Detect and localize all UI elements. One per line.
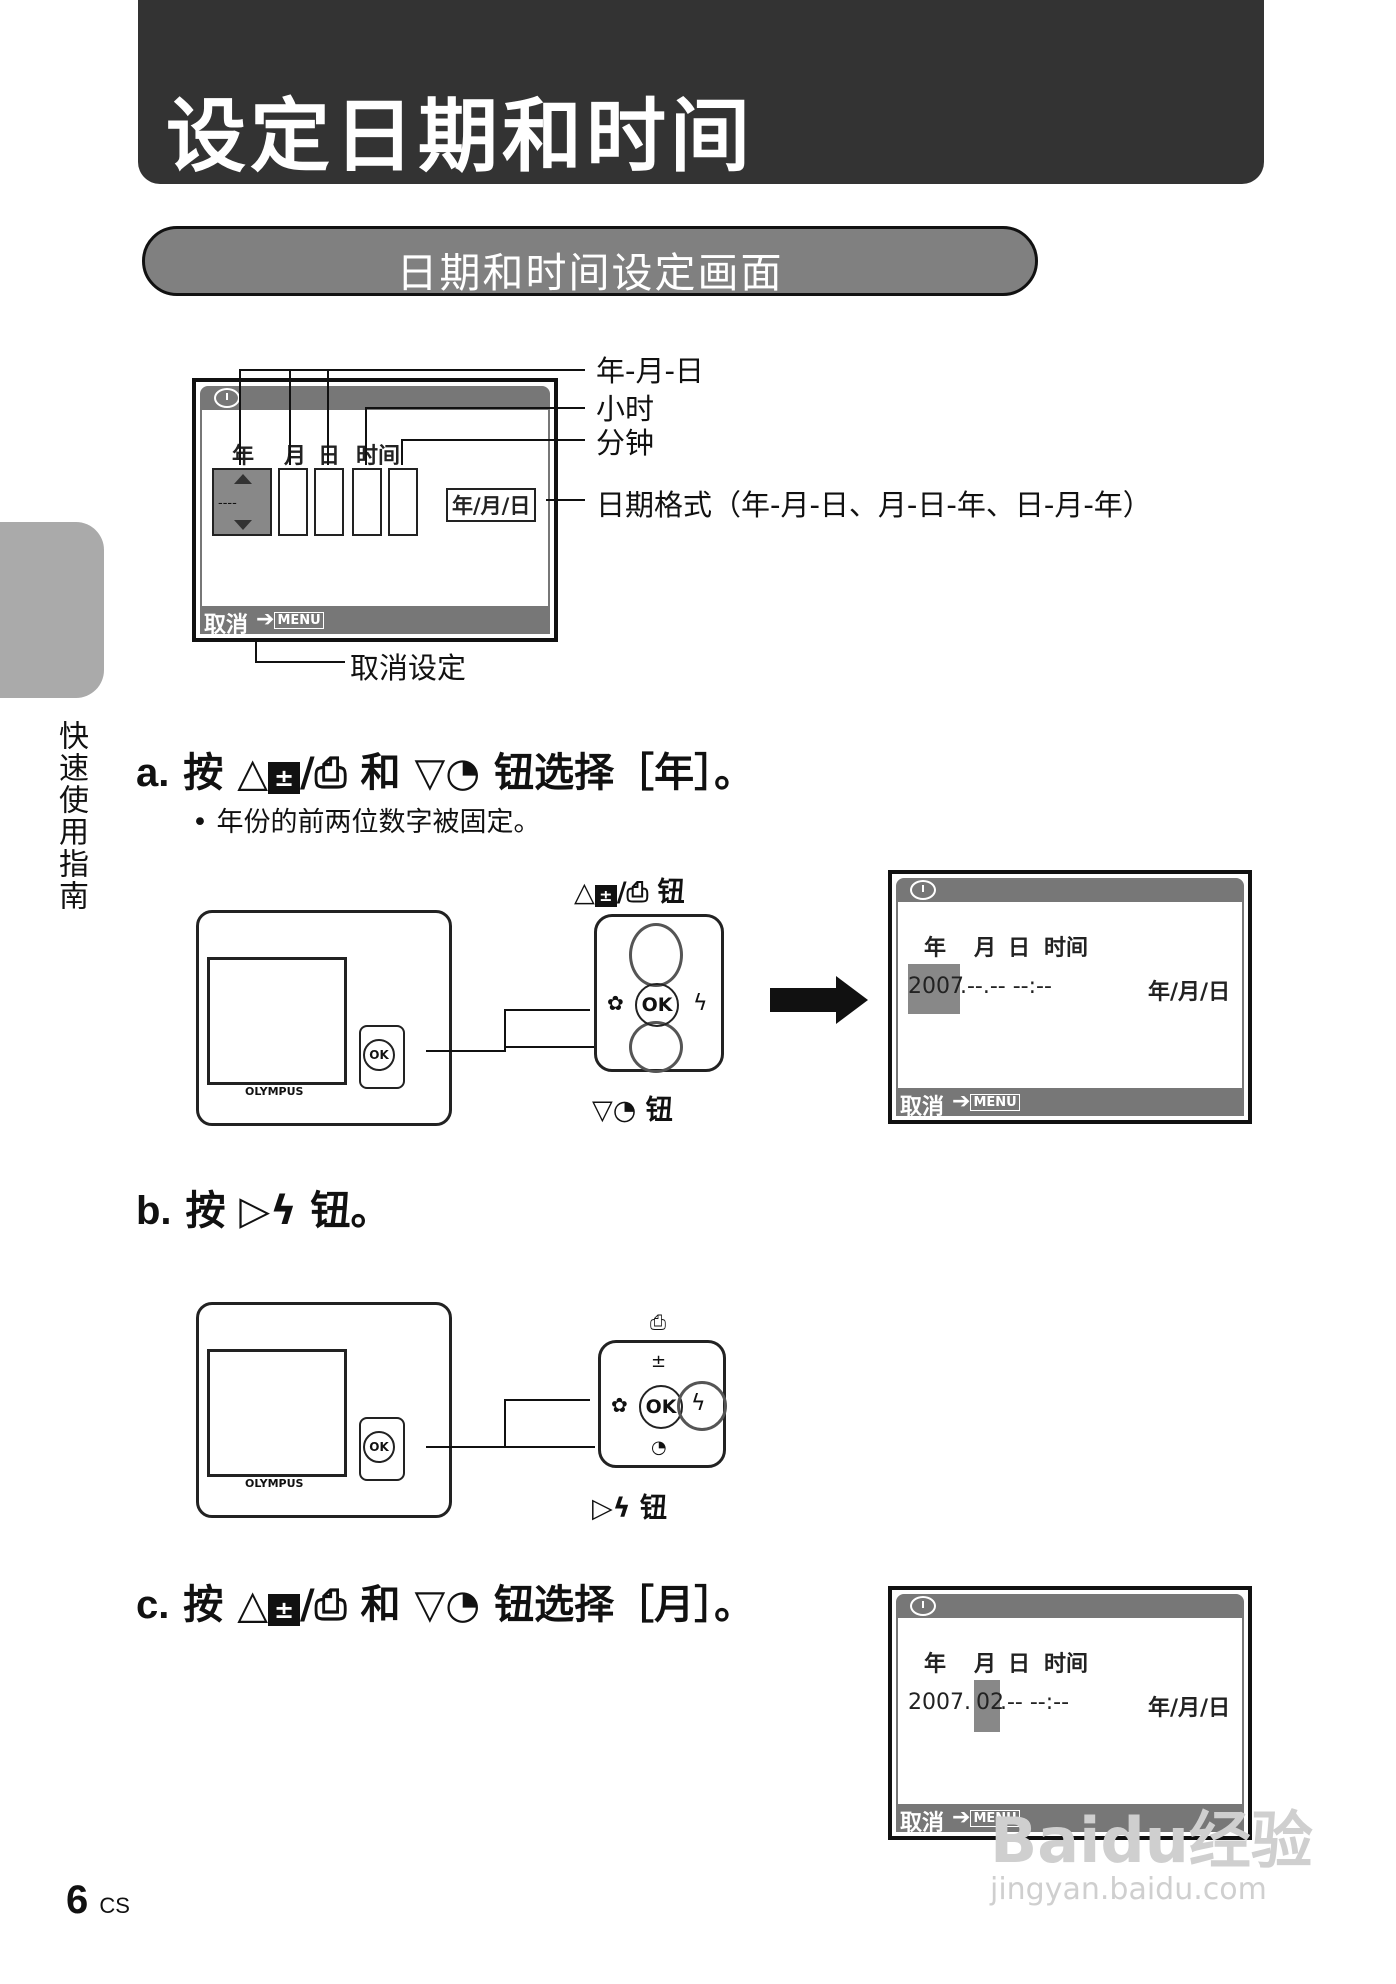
down-arrow-icon: ▽ <box>414 1582 446 1628</box>
step-a-note: • 年份的前两位数字被固定。 <box>192 807 541 838</box>
dpad-a: OK ✿ ϟ <box>594 914 724 1073</box>
print-icon: ⎙ <box>314 1582 347 1628</box>
year-label: 年 <box>232 444 255 469</box>
page-lang: CS <box>99 1893 130 1918</box>
up-arrow-icon: △ <box>237 1582 268 1628</box>
dpad-up-caption: △±/⎙ 钮 <box>574 877 685 908</box>
flash-icon: ϟ <box>691 1391 706 1416</box>
page-number: 6 CS <box>66 1878 130 1922</box>
flash-icon: ϟ <box>693 991 708 1016</box>
step-label: b. <box>136 1189 172 1233</box>
menu-tag: MENU <box>274 611 324 629</box>
settings-screen-diagram: 年 月 日 时间 ---- 年/月/日 取消 ➔MENU <box>192 378 558 642</box>
self-timer-icon: ◔ <box>651 1437 667 1458</box>
step-label: c. <box>136 1583 170 1627</box>
cancel-label: 取消 <box>204 613 249 638</box>
screen-c: 年 月 日 时间 2007. 02 .-- --:-- 年/月/日 取消 ➔ME… <box>888 1586 1252 1840</box>
day-label: 日 <box>318 444 341 469</box>
ok-button: OK <box>635 983 679 1027</box>
dpad-right-caption: ▷ϟ 钮 <box>592 1493 667 1524</box>
callout-cancel: 取消设定 <box>350 651 467 685</box>
month-field <box>278 468 308 536</box>
minute-field <box>388 468 418 536</box>
side-tab <box>0 522 104 698</box>
print-icon: ⎙ <box>650 1310 666 1334</box>
dpad-b: ± OK ✿ ϟ ◔ <box>598 1340 727 1468</box>
flash-icon: ϟ <box>270 1188 297 1234</box>
callout-hour: 小时 <box>596 392 655 426</box>
year-value: 2007 <box>908 974 964 999</box>
dpad-down-caption: ▽◔ 钮 <box>592 1095 673 1126</box>
clock-icon <box>910 1596 936 1616</box>
self-timer-icon: ◔ <box>445 750 481 796</box>
clock-icon <box>910 880 936 900</box>
exposure-icon: ± <box>268 1594 300 1626</box>
hour-field <box>352 468 382 536</box>
date-format: 年/月/日 <box>1148 1696 1231 1721</box>
date-format-label: 年/月/日 <box>446 488 537 522</box>
section-title: 日期和时间设定画面 <box>396 249 784 297</box>
right-button-highlight <box>677 1381 727 1431</box>
arrow-right-icon <box>770 988 840 1012</box>
month-selected <box>974 1680 1000 1732</box>
year-field: ---- <box>212 468 272 536</box>
camera-illustration: OK OLYMPUS <box>196 910 452 1126</box>
date-format: 年/月/日 <box>1148 980 1231 1005</box>
exposure-icon: ± <box>651 1351 667 1372</box>
right-arrow-icon: ▷ <box>239 1188 271 1234</box>
step-c: c. 按 △±/⎙ 和 ▽◔ 钮选择［月］。 <box>136 1582 755 1628</box>
camera-illustration: OK OLYMPUS <box>196 1302 452 1518</box>
macro-icon: ✿ <box>607 991 624 1015</box>
callout-ymd: 年-月-日 <box>596 354 704 388</box>
self-timer-icon: ◔ <box>445 1582 481 1628</box>
day-field <box>314 468 344 536</box>
title-bar: 设定日期和时间 <box>138 0 1264 184</box>
watermark: Baidu经验 <box>990 1804 1313 1877</box>
screen-a: 年 月 日 时间 2007 .--.-- --:-- 年/月/日 取消 ➔MEN… <box>888 870 1252 1124</box>
callout-format: 日期格式（年-月-日、月-日-年、日-月-年） <box>596 488 1152 522</box>
watermark-url: jingyan.baidu.com <box>990 1872 1267 1907</box>
side-tab-label: 快速使用指南 <box>53 720 88 912</box>
callout-minute: 分钟 <box>596 426 655 460</box>
up-arrow-icon: △ <box>237 750 268 796</box>
page-title: 设定日期和时间 <box>166 90 754 183</box>
step-label: a. <box>136 751 170 795</box>
year-selected <box>908 964 960 1014</box>
macro-icon: ✿ <box>611 1393 628 1417</box>
print-icon: ⎙ <box>314 750 347 796</box>
time-label: 时间 <box>356 444 401 469</box>
step-b: b. 按 ▷ϟ 钮。 <box>136 1188 391 1234</box>
step-a: a. 按 △±/⎙ 和 ▽◔ 钮选择［年］。 <box>136 750 755 796</box>
down-arrow-icon: ▽ <box>414 750 446 796</box>
exposure-icon: ± <box>268 762 300 794</box>
section-heading: 日期和时间设定画面 <box>142 226 1038 297</box>
month-value: 02 <box>976 1690 1004 1715</box>
brand-logo: OLYMPUS <box>245 1085 304 1098</box>
brand-logo: OLYMPUS <box>245 1477 304 1490</box>
